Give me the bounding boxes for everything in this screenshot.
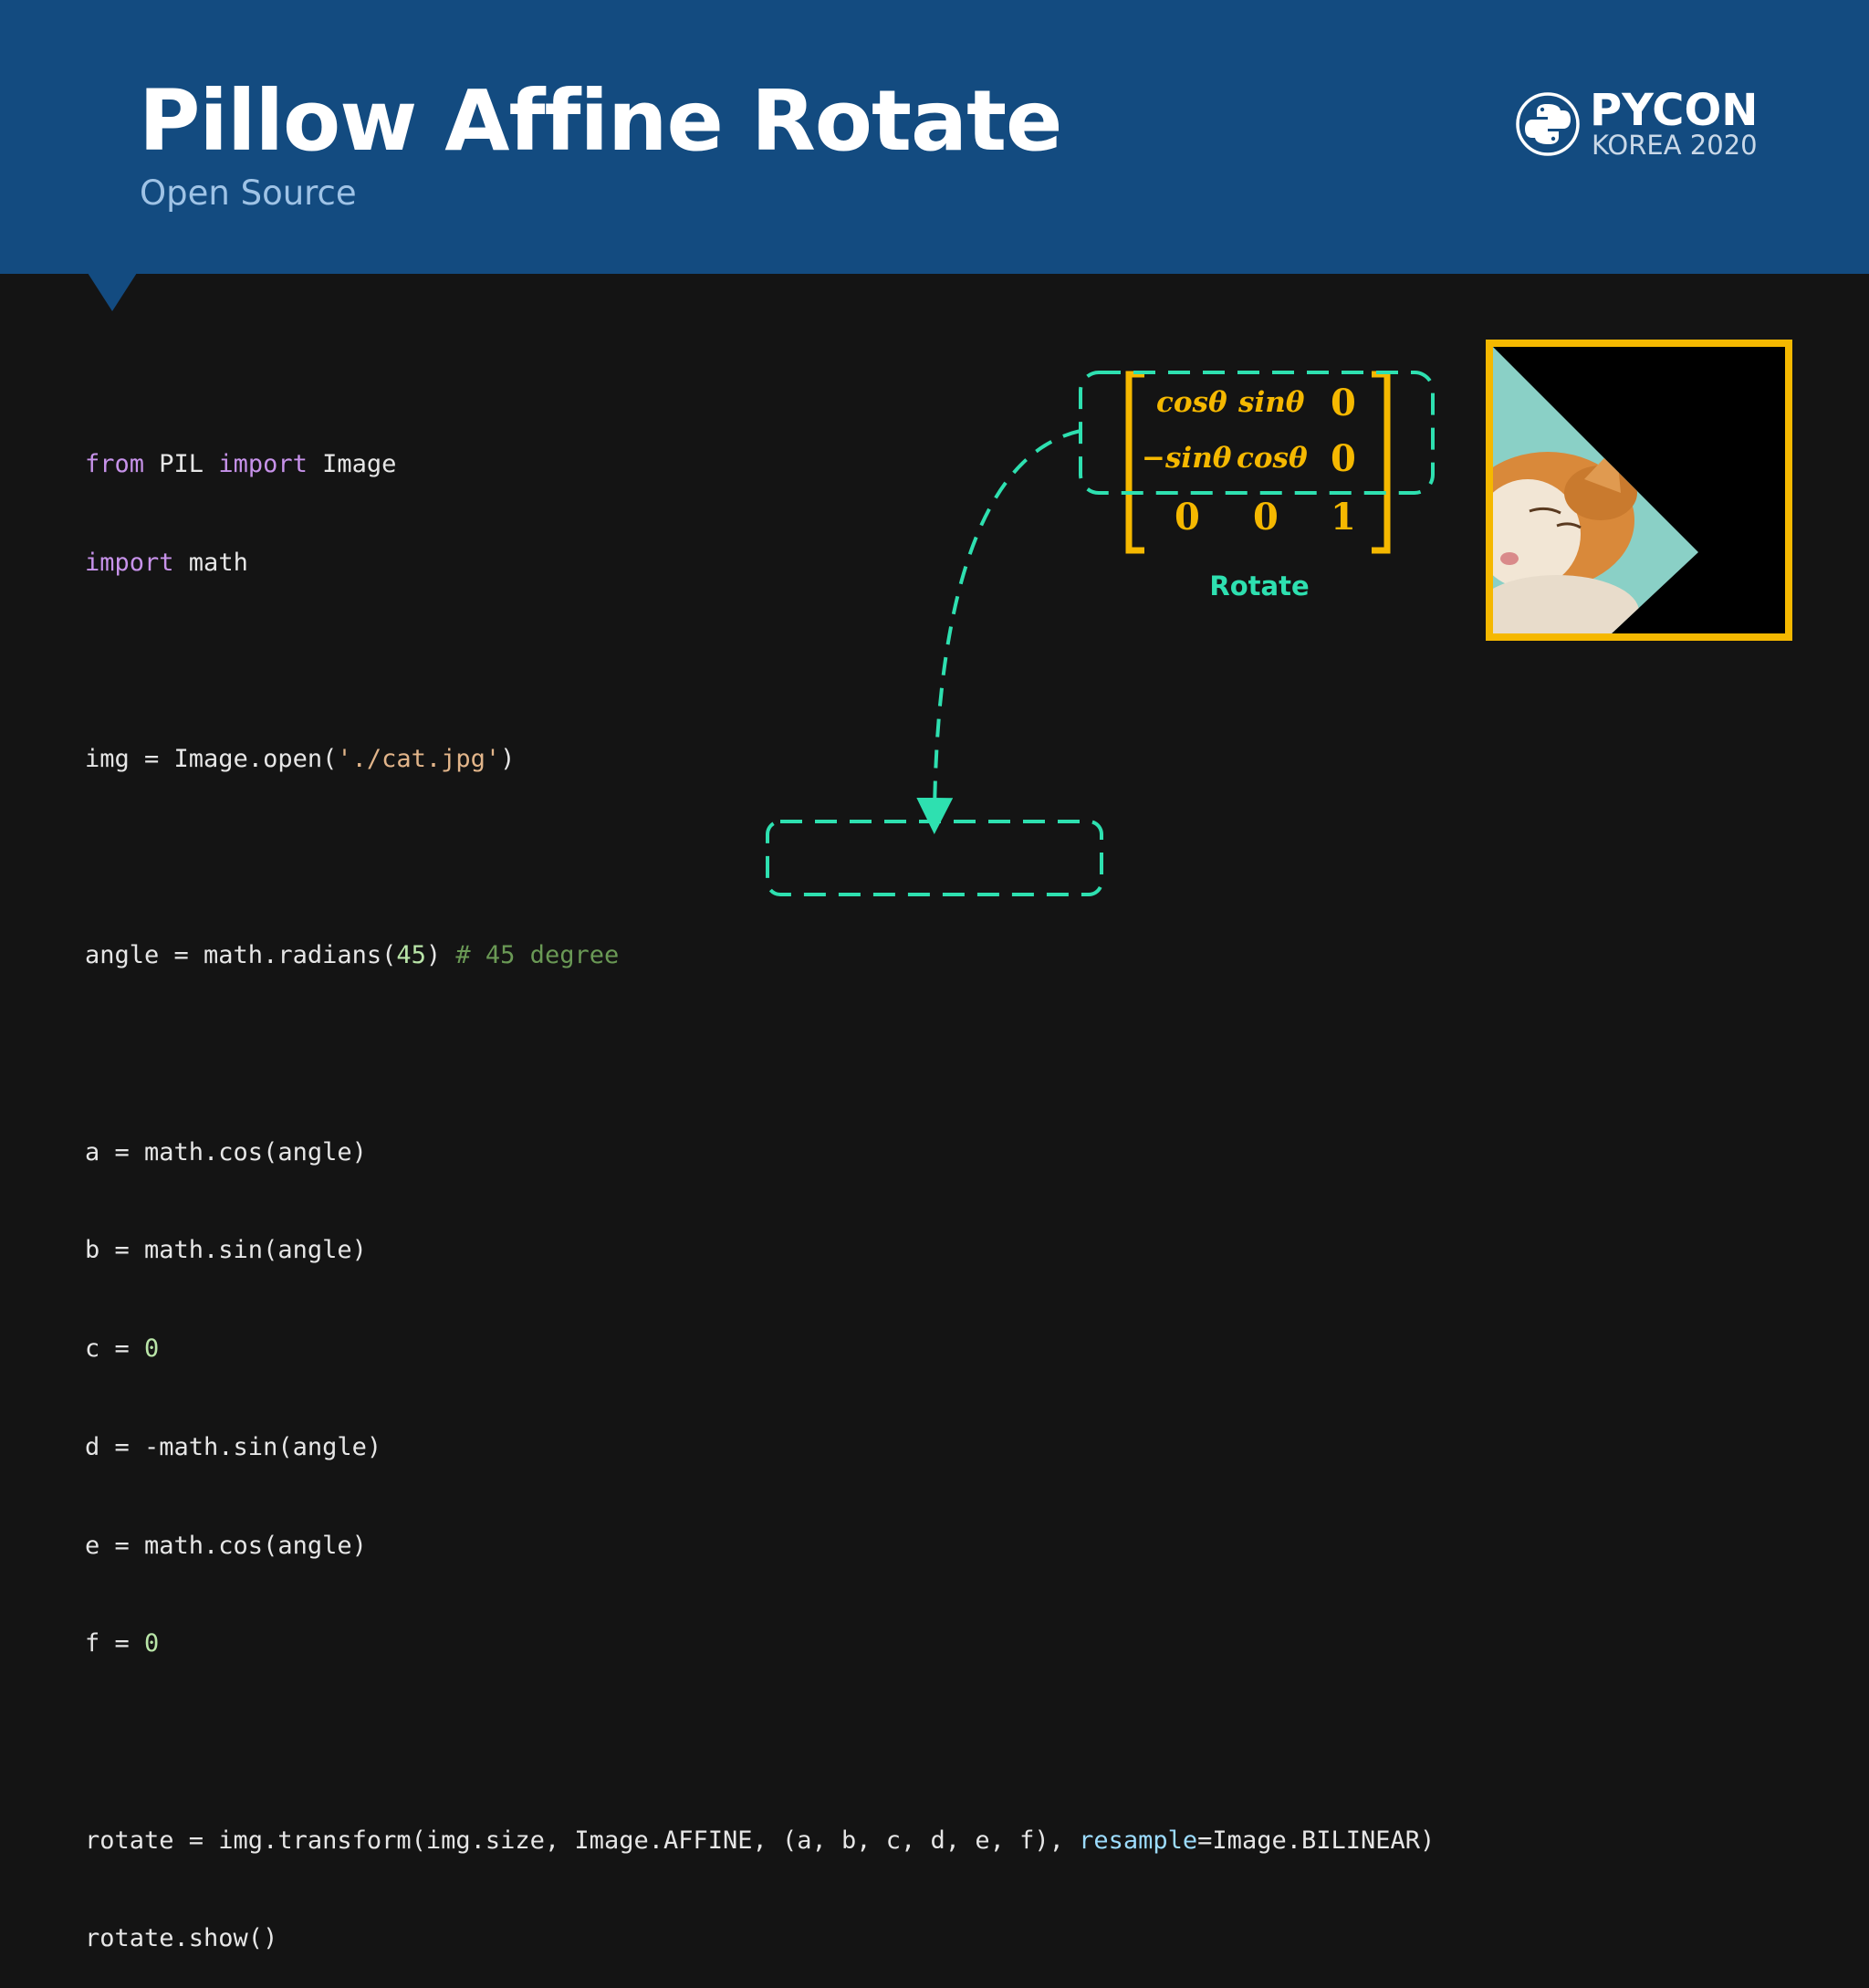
code-text: math — [173, 548, 248, 577]
connector-arrow — [916, 429, 1081, 834]
matrix-cell: 0 — [1331, 382, 1356, 424]
code-string: './cat.jpg' — [337, 744, 501, 773]
code-line-8: a = math.cos(angle) — [85, 1136, 1435, 1169]
tuple-highlight-box — [766, 820, 1103, 896]
slide-title: Pillow Affine Rotate — [139, 72, 1062, 170]
code-text: =Image.BILINEAR) — [1197, 1826, 1436, 1855]
code-number: 45 — [396, 941, 426, 970]
code-line-15: rotate = img.transform(img.size, Image.A… — [85, 1825, 1435, 1857]
code-parameter: resample — [1079, 1826, 1198, 1855]
code-keyword: import — [85, 548, 174, 577]
header-pointer — [88, 273, 137, 311]
matrix-cell: sinθ — [1237, 386, 1305, 419]
pycon-wordmark: PYCON — [1590, 85, 1759, 136]
code-number: 0 — [144, 1334, 160, 1364]
code-keyword: from — [85, 449, 145, 478]
code-text: d = -math.sin(angle) — [85, 1432, 382, 1461]
pycon-edition: KOREA 2020 — [1592, 130, 1758, 161]
matrix-cell: 0 — [1331, 437, 1356, 480]
matrix-cell: 0 — [1175, 496, 1200, 539]
code-line-blank — [85, 1726, 1435, 1759]
code-line-13: f = 0 — [85, 1627, 1435, 1660]
code-text: e = math.cos(angle) — [85, 1531, 367, 1560]
matrix-right-bracket — [1372, 371, 1391, 554]
code-number: 0 — [144, 1629, 160, 1658]
code-line-10: c = 0 — [85, 1333, 1435, 1365]
code-text: ) — [500, 744, 516, 773]
code-text: PIL — [144, 449, 219, 478]
code-text: img = Image.open( — [85, 744, 338, 773]
code-line-4: img = Image.open('./cat.jpg') — [85, 743, 1435, 776]
matrix-cell: cosθ — [1156, 386, 1227, 419]
code-line-2: import math — [85, 547, 1435, 580]
code-line-16: rotate.show() — [85, 1922, 1435, 1955]
code-text: a = math.cos(angle) — [85, 1137, 367, 1167]
python-logo-icon — [1516, 92, 1580, 156]
code-keyword: import — [218, 449, 308, 478]
matrix-cell: 0 — [1253, 496, 1279, 539]
code-line-12: e = math.cos(angle) — [85, 1530, 1435, 1563]
code-text: f = — [85, 1629, 145, 1658]
code-line-9: b = math.sin(angle) — [85, 1234, 1435, 1267]
cat-image-graphic — [1493, 347, 1785, 633]
matrix-caption: Rotate — [1209, 570, 1310, 602]
code-text: c = — [85, 1334, 145, 1364]
rotated-cat-image — [1486, 340, 1792, 641]
annotation-overlay: cosθ sinθ 0 −sinθ cosθ 0 0 0 1 — [766, 371, 1435, 896]
code-text: ) — [425, 941, 456, 970]
code-line-1: from PIL import Image — [85, 448, 1435, 481]
code-text: rotate = img.transform(img.size, Image.A… — [85, 1826, 1080, 1855]
code-line-11: d = -math.sin(angle) — [85, 1431, 1435, 1464]
code-text: angle = math.radians( — [85, 941, 397, 970]
code-line-6: angle = math.radians(45) # 45 degree — [85, 939, 1435, 972]
code-comment: # 45 degree — [455, 941, 620, 970]
slide-subtitle: Open Source — [140, 173, 357, 213]
code-text: rotate.show() — [85, 1924, 278, 1953]
code-text: Image — [307, 449, 397, 478]
matrix-cell: −sinθ — [1142, 442, 1232, 475]
matrix-cell: cosθ — [1237, 442, 1308, 475]
matrix-cell: 1 — [1331, 496, 1356, 539]
code-text: b = math.sin(angle) — [85, 1236, 367, 1265]
pycon-logo: PYCON KOREA 2020 — [1515, 88, 1770, 161]
